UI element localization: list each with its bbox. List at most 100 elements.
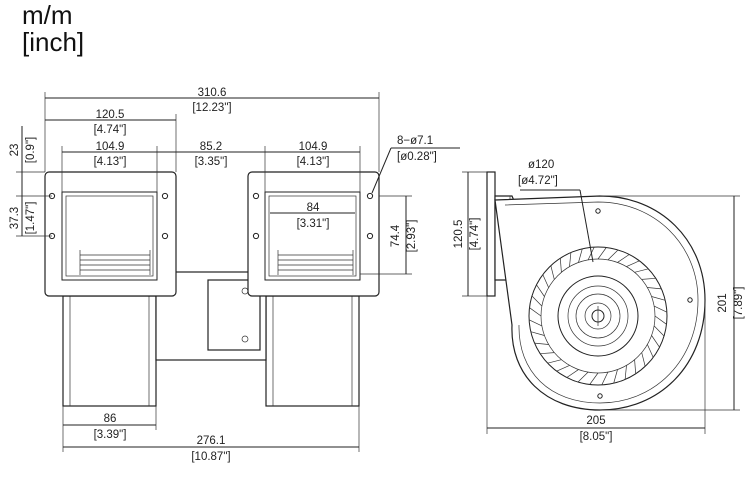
- svg-text:[4.13"]: [4.13"]: [94, 156, 127, 168]
- dim-top-offset: 23 [0.9"]: [9, 126, 52, 197]
- svg-text:86: 86: [104, 413, 117, 425]
- impeller-blade: [566, 369, 579, 378]
- impeller-blade: [542, 274, 549, 288]
- right-outlet-opening: [264, 191, 361, 281]
- front-view: 310.6 [12.23"] 120.5 [4.74"] 104.9 [4.13…: [9, 87, 460, 463]
- impeller-blade: [617, 254, 630, 263]
- left-outlet-opening: [61, 191, 158, 281]
- dim-side-width: 205 [8.05"]: [486, 296, 706, 443]
- svg-text:205: 205: [586, 415, 605, 427]
- svg-text:[12.23"]: [12.23"]: [192, 102, 231, 114]
- dim-hole-spacing: 37.3 [1.47"]: [9, 196, 52, 237]
- impeller-blade: [651, 335, 660, 348]
- impeller-blade: [540, 352, 555, 355]
- impeller-blade: [528, 319, 543, 327]
- svg-text:[3.39"]: [3.39"]: [94, 429, 127, 441]
- impeller-blade: [653, 305, 668, 313]
- dim-inlet-diameter: ø120 [ø4.72"]: [518, 159, 594, 263]
- svg-text:[7.89"]: [7.89"]: [733, 287, 745, 320]
- impeller-blade: [531, 295, 543, 307]
- svg-text:276.1: 276.1: [197, 435, 226, 447]
- svg-text:120.5: 120.5: [453, 220, 465, 249]
- impeller-blade: [626, 260, 640, 267]
- impeller-blade: [577, 371, 589, 383]
- impeller-blade: [547, 359, 562, 364]
- side-flange: [486, 171, 496, 297]
- dim-opening-height: 74.4 [2.93"]: [360, 195, 418, 275]
- svg-text:310.6: 310.6: [198, 87, 227, 99]
- side-view: ø120 [ø4.72"] 120.5 [4.74"] 201 [7.89"] …: [453, 159, 745, 443]
- impeller-blade: [613, 369, 618, 384]
- svg-text:[3.31"]: [3.31"]: [297, 218, 330, 230]
- right-housing: [265, 295, 360, 407]
- units-legend: m/m [inch]: [22, 2, 84, 56]
- svg-text:[4.13"]: [4.13"]: [297, 156, 330, 168]
- impeller-blade: [534, 342, 549, 345]
- svg-text:[10.87"]: [10.87"]: [191, 451, 230, 463]
- units-imperial: [inch]: [22, 27, 85, 57]
- impeller-blade: [654, 315, 667, 325]
- impeller-blade: [559, 258, 562, 273]
- impeller-blade: [578, 248, 583, 263]
- impeller-blade: [556, 365, 570, 372]
- impeller-blade: [569, 252, 572, 267]
- svg-text:[1.47"]: [1.47"]: [25, 202, 37, 235]
- dim-opening-width: 84 [3.31"]: [270, 202, 355, 230]
- svg-text:37.3: 37.3: [9, 207, 21, 229]
- svg-text:104.9: 104.9: [299, 141, 328, 153]
- svg-text:[4.74"]: [4.74"]: [94, 124, 127, 136]
- impeller-blade: [530, 331, 545, 336]
- inlet-ring: [557, 275, 639, 357]
- right-impeller-blades: [277, 250, 354, 275]
- impeller-blade: [529, 307, 542, 317]
- svg-text:[ø0.28"]: [ø0.28"]: [397, 151, 437, 163]
- dim-base-width: 276.1 [10.87"]: [63, 406, 360, 463]
- dim-gap-between: 85.2 [3.35"]: [157, 141, 265, 168]
- svg-text:[ø4.72"]: [ø4.72"]: [518, 175, 558, 187]
- dim-overall-height: 201 [7.89"]: [600, 195, 745, 411]
- impeller-blade: [601, 371, 609, 386]
- impeller-blade: [550, 265, 555, 280]
- dim-outlet-width-left: 104.9 [4.13"]: [61, 141, 158, 192]
- impeller-blade: [641, 277, 656, 280]
- impeller: [528, 246, 668, 386]
- impeller-blade: [634, 359, 637, 374]
- impeller-blade: [647, 287, 662, 290]
- impeller-blade: [597, 247, 607, 260]
- right-flange: [247, 171, 380, 297]
- dim-holes: 8−ø7.1 [ø0.28"]: [371, 135, 460, 194]
- dim-housing-width: 86 [3.39"]: [62, 406, 157, 452]
- svg-text:[0.9"]: [0.9"]: [25, 137, 37, 163]
- impeller-blade: [607, 249, 619, 261]
- left-impeller-blades: [79, 250, 151, 275]
- svg-text:85.2: 85.2: [200, 141, 222, 153]
- svg-text:120.5: 120.5: [96, 109, 125, 121]
- impeller-blade: [647, 344, 654, 358]
- impeller-blade: [536, 284, 545, 297]
- dim-outlet-width-right: 104.9 [4.13"]: [264, 141, 361, 192]
- svg-text:8−ø7.1: 8−ø7.1: [397, 135, 433, 147]
- impeller-blade: [653, 325, 665, 337]
- impeller-blade: [641, 352, 646, 367]
- svg-text:ø120: ø120: [528, 159, 554, 171]
- svg-text:84: 84: [307, 202, 320, 214]
- impeller-blade: [634, 268, 649, 273]
- left-flange: [44, 171, 177, 297]
- left-housing: [62, 295, 157, 407]
- svg-text:[2.93"]: [2.93"]: [406, 220, 418, 253]
- dim-side-flange-height: 120.5 [4.74"]: [453, 171, 487, 297]
- units-metric: m/m: [22, 0, 73, 30]
- impeller-blade: [624, 365, 627, 380]
- dim-flange-width: 120.5 [4.74"]: [45, 109, 177, 172]
- svg-text:[8.05"]: [8.05"]: [580, 431, 613, 443]
- svg-text:74.4: 74.4: [390, 224, 402, 247]
- impeller-blade: [589, 372, 599, 385]
- impeller-blade: [651, 296, 666, 301]
- dim-overall-width: 310.6 [12.23"]: [44, 87, 380, 172]
- svg-text:104.9: 104.9: [96, 141, 125, 153]
- svg-text:[3.35"]: [3.35"]: [195, 156, 228, 168]
- svg-text:201: 201: [717, 293, 729, 312]
- svg-text:23: 23: [9, 144, 21, 157]
- svg-text:[4.74"]: [4.74"]: [469, 218, 481, 251]
